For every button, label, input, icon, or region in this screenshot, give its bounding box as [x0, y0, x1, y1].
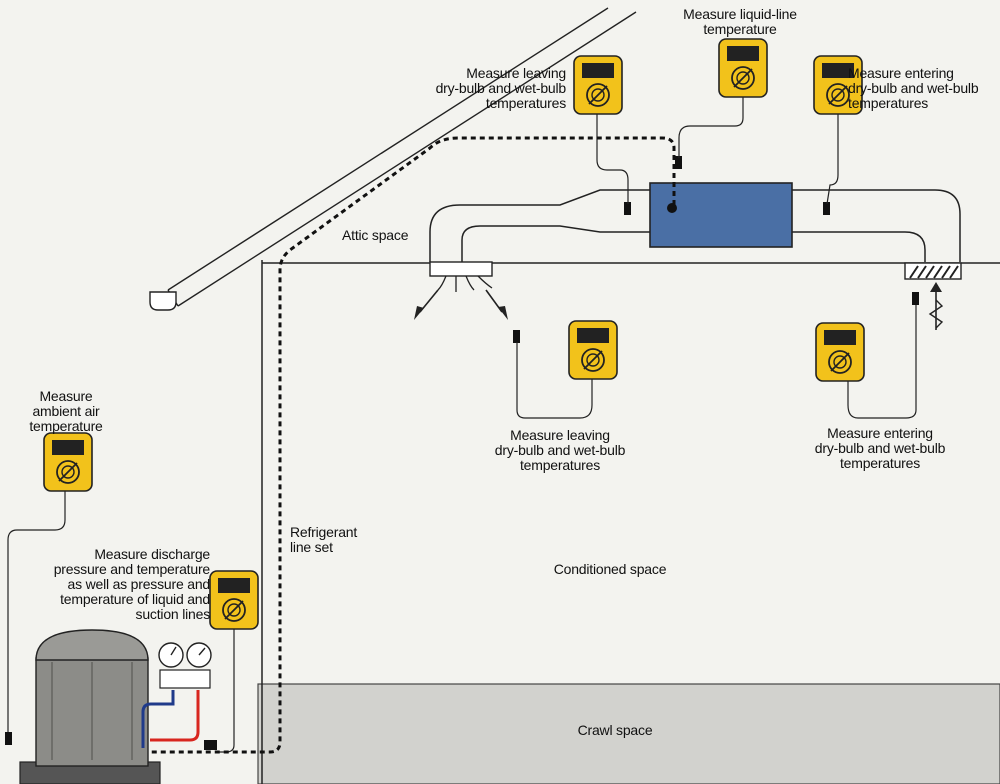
- label-conditioned-space: Conditioned space: [553, 561, 667, 577]
- return-duct: [792, 189, 961, 262]
- label-refrigerant-line-set: Refrigerant line set: [290, 524, 358, 555]
- gauge-manifold: [158, 642, 212, 689]
- label-leaving-top: Measure leaving dry-bulb and wet-bulb te…: [435, 65, 567, 111]
- label-attic-space: Attic space: [342, 227, 409, 243]
- return-grille: [904, 262, 962, 330]
- multimeter-icon-ambient: [43, 432, 93, 492]
- probe-entering-bottom: [912, 292, 919, 305]
- evaporator-coil: [649, 182, 793, 248]
- supply-duct: [429, 189, 652, 262]
- crawl-space-area: [257, 683, 1000, 784]
- label-entering-bottom: Measure entering dry-bulb and wet-bulb t…: [814, 425, 946, 471]
- liquid-line: [150, 690, 200, 742]
- multimeter-icon-leaving-top: [573, 55, 623, 115]
- label-entering-top: Measure entering dry-bulb and wet-bulb t…: [848, 65, 979, 111]
- multimeter-icon-entering-bottom: [815, 322, 865, 382]
- label-ambient-air: Measure ambient air temperature: [29, 388, 103, 434]
- probe-liquid-line: [675, 156, 682, 169]
- probe-leaving-bottom: [513, 330, 520, 343]
- refrigerant-line-set: [140, 136, 676, 754]
- gutter: [149, 291, 177, 311]
- probe-discharge: [204, 740, 217, 750]
- multimeter-icon-leaving-bottom: [568, 320, 618, 380]
- probe-entering-top: [823, 202, 830, 215]
- multimeter-icon-discharge: [209, 570, 259, 630]
- supply-register: [414, 261, 508, 320]
- compressor-unit: [19, 629, 161, 784]
- probe-leaving-top: [624, 202, 631, 215]
- multimeter-icon-liquid-line: [718, 38, 768, 98]
- label-discharge: Measure discharge pressure and temperatu…: [53, 546, 210, 622]
- suction-line: [141, 690, 175, 748]
- roof-line-upper: [167, 7, 609, 291]
- label-leaving-bottom: Measure leaving dry-bulb and wet-bulb te…: [494, 427, 626, 473]
- roof-line-lower: [177, 11, 637, 307]
- label-crawl-space: Crawl space: [577, 722, 653, 738]
- label-liquid-line: Measure liquid-line temperature: [683, 6, 797, 37]
- probe-ambient: [5, 732, 12, 745]
